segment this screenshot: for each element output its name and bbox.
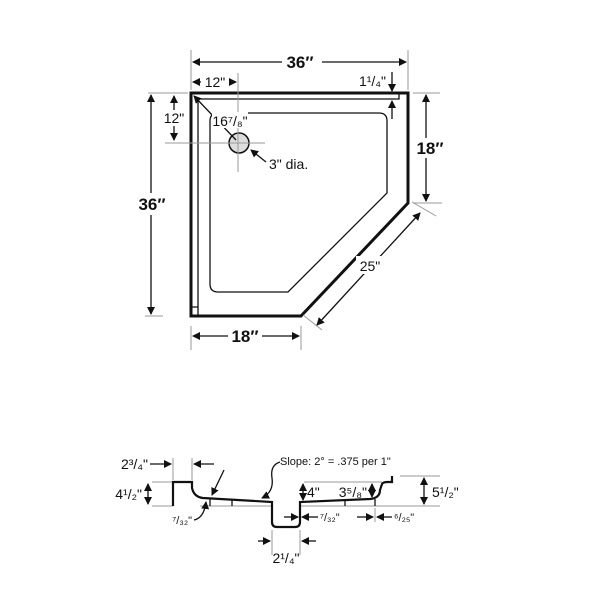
dim-flange-label: 1¹/₄" bbox=[359, 73, 386, 89]
dim-left-wall-label: 2³/₄" bbox=[121, 456, 148, 472]
top-view: 36″ 12" 1¹/₄" 36″ 12" 18″ 25" 18″ bbox=[136, 50, 444, 350]
dim-threshold-height-label: 3⁵/₈" bbox=[339, 484, 367, 500]
dim-overall-height-label: 5¹/₂" bbox=[432, 484, 459, 500]
dim-right-side-label: 18″ bbox=[416, 139, 443, 158]
dim-left-thickness-label: ⁷/₃₂" bbox=[172, 515, 192, 527]
basin-outline bbox=[209, 112, 388, 293]
dim-front-side-label: 18″ bbox=[231, 327, 258, 346]
section-view: 2³/₄" 4¹/₂" ⁷/₃₂" Slope: 2° = .375 per 1… bbox=[115, 456, 459, 566]
dim-drain-x-label: 12" bbox=[205, 74, 226, 90]
dim-width-label: 36″ bbox=[286, 53, 313, 72]
dim-drain-width-label: 2¹/₄" bbox=[272, 550, 299, 566]
dim-drain-diagonal-label: 16⁷/₈" bbox=[212, 113, 247, 129]
section-profile bbox=[171, 476, 394, 529]
dim-right-thickness-label: ⁷/₃₂" bbox=[320, 512, 340, 524]
dim-depth-label: 36″ bbox=[138, 195, 165, 214]
dim-lip-thickness-label: ⁶/₂₅" bbox=[394, 512, 414, 524]
dim-drain-y-label: 12" bbox=[164, 110, 185, 126]
flange-line bbox=[191, 93, 400, 316]
dim-inner-height-label: 4" bbox=[307, 484, 320, 500]
dim-drain-diameter-label: 3" dia. bbox=[269, 156, 308, 172]
dim-left-height-label: 4¹/₂" bbox=[115, 486, 142, 502]
slope-label: Slope: 2° = .375 per 1" bbox=[280, 456, 391, 468]
dim-diagonal-label: 25" bbox=[360, 258, 381, 274]
